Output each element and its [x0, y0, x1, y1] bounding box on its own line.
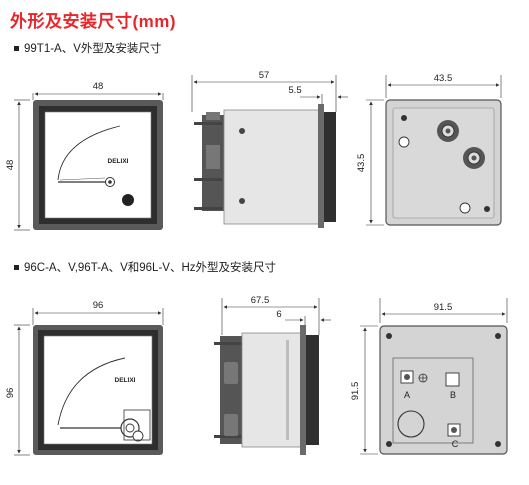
side-view-57: 57 5.5 [191, 70, 348, 228]
bullet-icon [14, 45, 19, 51]
side-depth-label: 57 [259, 70, 270, 81]
back-width-label: 43.5 [434, 73, 453, 84]
back-width-label: 91.5 [434, 302, 453, 313]
front-view-96: 96 96 DELIXI [5, 300, 164, 456]
section-2-label-text: 96C-A、V,96T-A、V和96L-V、Hz外型及安装尺寸 [24, 262, 276, 274]
back-view-91-5: 91.5 91.5 A B C [350, 298, 508, 455]
back-view-43-5: 43.5 43.5 [356, 73, 502, 226]
section-1-label-text: 99T1-A、V外型及安装尺寸 [24, 43, 162, 55]
section-2-label: 96C-A、V,96T-A、V和96L-V、Hz外型及安装尺寸 [14, 259, 276, 275]
section-1-label: 99T1-A、V外型及安装尺寸 [14, 40, 161, 56]
side-flange-label: 5.5 [288, 85, 301, 96]
terminal-a-label: A [404, 390, 410, 400]
back-height-label: 43.5 [356, 154, 367, 173]
terminal-c-label: C [452, 439, 459, 449]
side-depth-label: 67.5 [251, 295, 270, 306]
front-height-label: 96 [5, 388, 16, 399]
front-view-48: 48 48 DELIXI [5, 81, 164, 231]
back-height-label: 91.5 [350, 382, 361, 401]
front-width-label: 48 [93, 81, 104, 92]
side-flange-label: 6 [276, 309, 281, 320]
terminal-b-label: B [450, 390, 456, 400]
side-view-67-5: 67.5 6 [214, 295, 331, 455]
bullet-icon [14, 264, 19, 270]
brand-logo: DELIXI [108, 158, 129, 165]
front-height-label: 48 [5, 160, 16, 171]
brand-logo: DELIXI [115, 377, 136, 384]
front-width-label: 96 [93, 300, 104, 311]
page-title: 外形及安装尺寸(mm) [10, 12, 177, 31]
